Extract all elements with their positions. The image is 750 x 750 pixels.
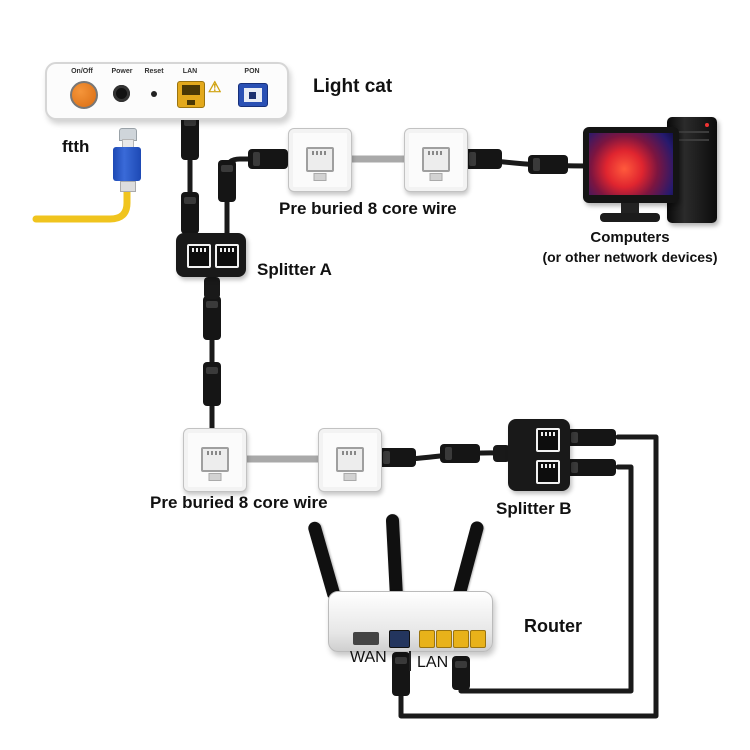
wan-lan-divider <box>409 651 411 671</box>
rj45-plug-splitter-a-in <box>181 192 199 234</box>
wall-plate-1 <box>288 128 352 192</box>
run2-label: Pre buried 8 core wire <box>150 493 328 512</box>
monitor-screen <box>589 133 673 195</box>
rj45-plug-plate2 <box>464 149 502 169</box>
monitor-neck <box>621 203 639 214</box>
wan-label: WAN <box>350 649 387 666</box>
wall-plate-slot <box>429 173 443 181</box>
rj45-plug-router-wan <box>392 652 410 696</box>
router-wan-port <box>389 630 410 648</box>
computers-label-line1: Computers <box>590 229 670 246</box>
rj45-plug-splitter-b-out1 <box>566 429 616 446</box>
rj45-plug-run2-lower <box>203 362 221 406</box>
wall-plate-socket <box>422 147 450 172</box>
splitter-a-port2 <box>215 244 239 268</box>
wall-plate-4 <box>318 428 382 492</box>
rj45-plug-splitter-a-out <box>218 160 236 202</box>
run1-label: Pre buried 8 core wire <box>279 199 457 218</box>
rj45-plug-splitter-b-out2 <box>566 459 616 476</box>
power-jack <box>113 85 130 102</box>
rj45-plug-lan <box>181 114 199 160</box>
rj45-plug-run2-upper <box>203 296 221 340</box>
onu-title: Light cat <box>313 76 393 97</box>
wall-plate-3 <box>183 428 247 492</box>
wall-plate-slot <box>343 473 357 481</box>
router-lan-port-1 <box>419 630 435 648</box>
computer-monitor <box>583 127 679 203</box>
splitter-b-port2 <box>536 460 560 484</box>
wall-plate-socket <box>336 447 364 472</box>
onu-pon-port <box>238 83 268 107</box>
rj45-plug-router-lan <box>452 656 470 690</box>
splitter-a-stem <box>204 277 220 299</box>
rj45-plug-splitter-b-in <box>440 444 480 463</box>
router-label: Router <box>524 616 582 636</box>
pon-label: PON <box>244 68 260 75</box>
splitter-b-stem <box>493 445 510 462</box>
wall-plate-socket <box>201 447 229 472</box>
splitter-a-label: Splitter A <box>257 260 332 279</box>
monitor-base <box>600 213 660 222</box>
power-label: Power <box>111 68 133 75</box>
lan-label: LAN <box>417 654 449 671</box>
splitter-a-device <box>176 233 246 277</box>
cable-splitter-a-to-plate1 <box>224 156 293 239</box>
splitter-b-label: Splitter B <box>496 499 572 518</box>
wall-plate-socket <box>306 147 334 172</box>
fiber-cable <box>32 185 131 223</box>
wall-plate-slot <box>208 473 222 481</box>
wall-plate-2 <box>404 128 468 192</box>
cable-splitter-b-to-router-lan <box>458 464 634 694</box>
router-lan-port-3 <box>453 630 469 648</box>
onoff-label: On/Off <box>71 68 93 75</box>
fiber-connector-body <box>113 147 141 181</box>
ftth-label: ftth <box>62 137 90 156</box>
rj45-plug-plate4 <box>378 448 416 467</box>
splitter-b-device <box>508 419 570 491</box>
router-lan-port-2 <box>436 630 452 648</box>
router-misc-port <box>353 632 379 645</box>
onu-device: On/Off Power Reset LAN PON ⚠ <box>45 62 289 120</box>
router-device <box>328 591 493 652</box>
cable-splitter-b-to-router-wan <box>398 434 659 719</box>
tower-power-led <box>705 123 709 127</box>
reset-label: Reset <box>144 68 164 75</box>
warning-icon: ⚠ <box>208 79 222 96</box>
splitter-b-port1 <box>536 428 560 452</box>
router-lan-port-4 <box>470 630 486 648</box>
onu-lan-port <box>177 81 205 108</box>
reset-hole <box>151 91 157 97</box>
lan-label: LAN <box>182 68 198 75</box>
fiber-connector-tip <box>120 181 136 192</box>
wall-plate-slot <box>313 173 327 181</box>
rj45-plug-plate1 <box>248 149 288 169</box>
rj45-plug-computer <box>528 155 568 174</box>
onoff-button <box>70 81 98 109</box>
splitter-a-port1 <box>187 244 211 268</box>
computers-label-line2: (or other network devices) <box>542 249 718 265</box>
